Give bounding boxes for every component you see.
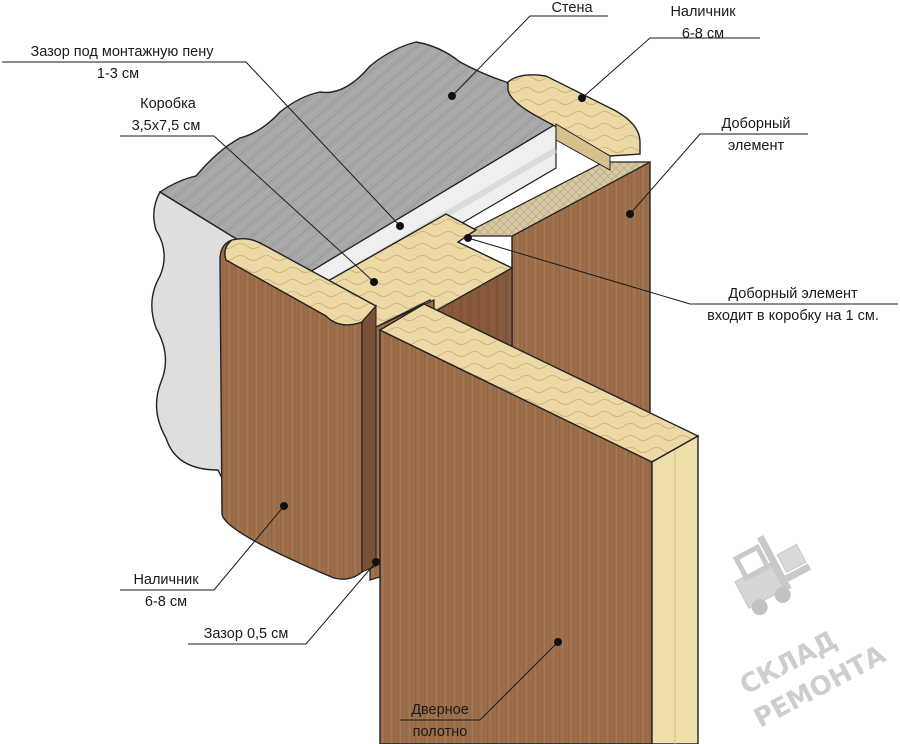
label-extension-note-text: входит в коробку на 1 см. <box>707 308 879 324</box>
trim-top-right <box>507 74 641 171</box>
trim-front-left <box>219 237 378 580</box>
label-trim-top-size: 6-8 см <box>682 26 724 42</box>
forklift-icon <box>732 535 812 616</box>
label-extension-title: Доборный <box>721 116 790 132</box>
wall-top-section <box>158 41 558 279</box>
extension-top <box>459 161 651 237</box>
trim-front-face <box>219 239 363 580</box>
label-trim-bottom-title: Наличник <box>133 572 199 588</box>
label-trim-bottom-size: 6-8 см <box>145 594 187 610</box>
label-foam-gap-title: Зазор под монтажную пену <box>30 44 214 60</box>
label-extension-note-title: Доборный элемент <box>728 286 858 302</box>
door-leaf <box>378 303 700 744</box>
label-frame-title: Коробка <box>140 96 197 112</box>
label-door-leaf-word: полотно <box>413 724 468 740</box>
label-trim-top-title: Наличник <box>670 4 736 20</box>
trim-top-end <box>507 74 641 157</box>
trim-top-inner <box>555 123 611 171</box>
label-extension-word: элемент <box>728 138 785 154</box>
label-gap-small: Зазор 0,5 см <box>204 626 289 642</box>
watermark: СКЛАД РЕМОНТА <box>732 535 891 734</box>
leader-lines <box>2 15 898 721</box>
trim-front-end <box>224 237 378 326</box>
leader-dots <box>280 92 634 646</box>
label-foam-gap-value: 1-3 см <box>97 66 139 82</box>
label-wall: Стена <box>551 0 593 16</box>
label-frame-size: 3,5х7,5 см <box>132 118 201 134</box>
label-door-leaf-title: Дверное <box>411 702 469 718</box>
